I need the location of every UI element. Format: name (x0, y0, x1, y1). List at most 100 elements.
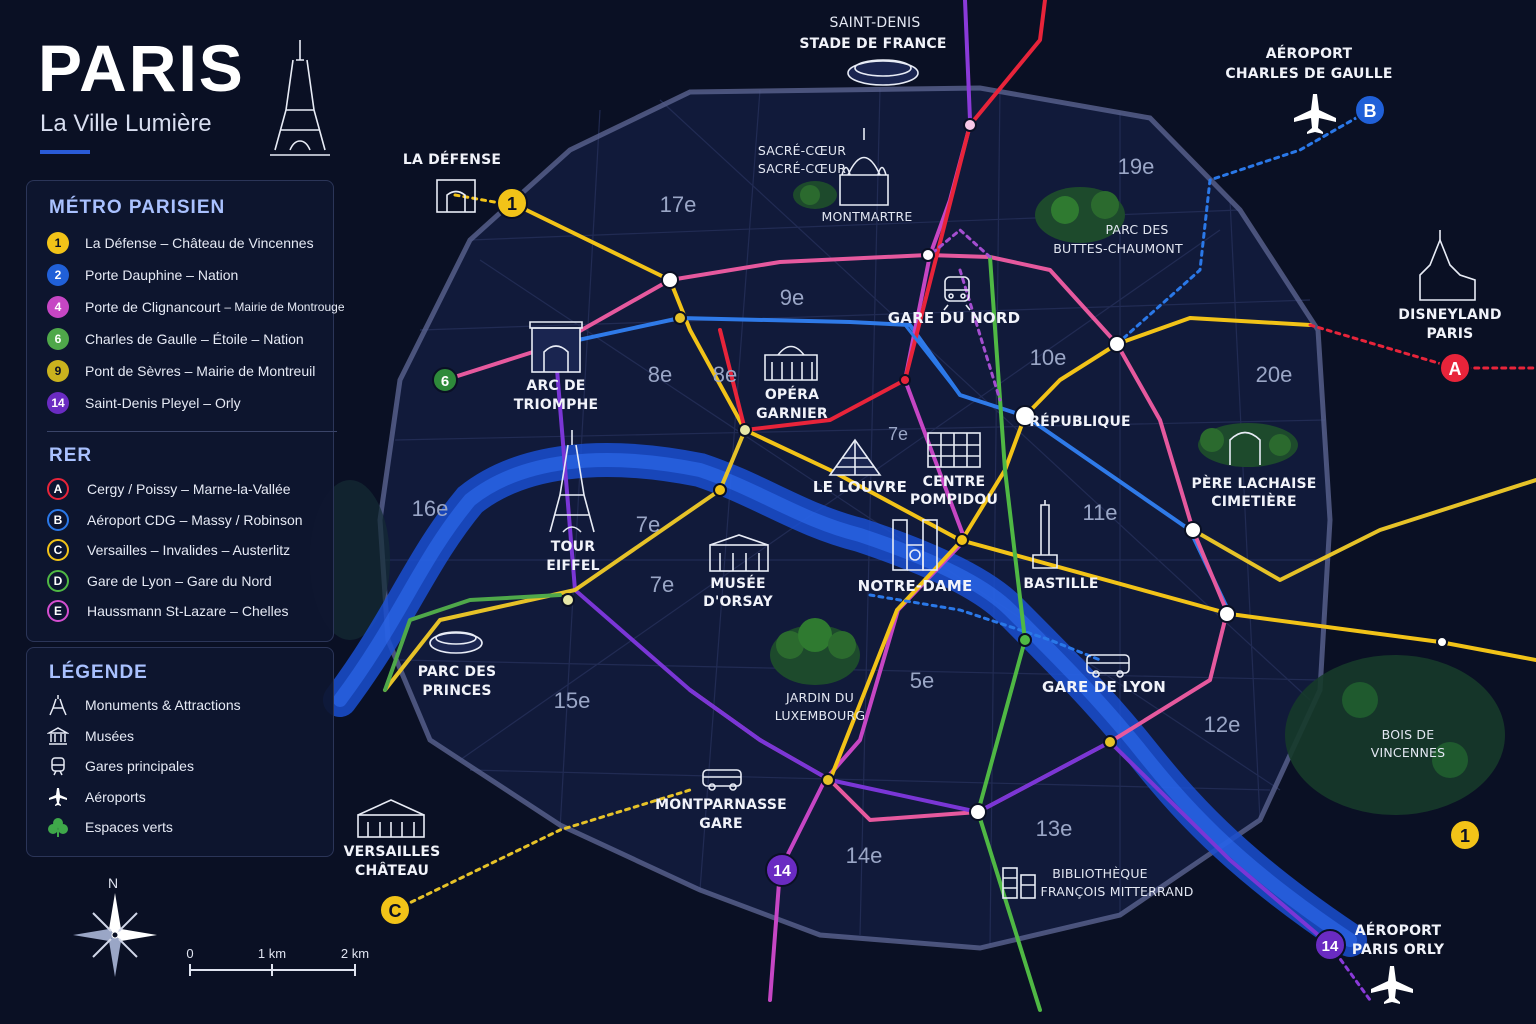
versailles-chateau-icon (357, 799, 425, 838)
station-nation-east[interactable] (1436, 636, 1448, 648)
legend-panel: LÉGENDE Monuments & Attractions Musées G… (26, 647, 334, 857)
station-republique[interactable] (1014, 405, 1036, 427)
label-montmartre[interactable]: MONTMARTRE (821, 209, 913, 224)
label-buttes-2[interactable]: BUTTES-CHAUMONT (1053, 241, 1183, 256)
sacre-coeur-icon (839, 128, 889, 206)
label-buttes-1: PARC DES (1105, 222, 1169, 237)
label-bnf-1[interactable]: BIBLIOTHÈQUE (1052, 866, 1148, 881)
label-arc-1[interactable]: ARC DE (526, 378, 586, 394)
marker-m1-east[interactable] (1449, 819, 1481, 851)
rer-line-label: Gare de Lyon – Gare du Nord (87, 572, 272, 589)
label-montparnasse-1[interactable]: MONTPARNASSE (655, 797, 787, 813)
metro-line-badge: 2 (47, 264, 69, 286)
arrondissement-11: 11e (1082, 500, 1118, 525)
metro-panel-title: MÉTRO PARISIEN (49, 197, 226, 218)
label-stade-de-france[interactable]: STADE DE FRANCE (799, 36, 947, 52)
marker-rer-a[interactable] (1439, 352, 1471, 384)
metro-line-badge: 9 (47, 360, 69, 382)
label-republique[interactable]: RÉPUBLIQUE (1029, 414, 1131, 430)
station-gare-de-lyon[interactable] (1218, 605, 1236, 623)
station-chatelet[interactable] (955, 533, 969, 547)
label-orsay-1[interactable]: MUSÉE (710, 576, 766, 592)
bnf-library-icon (1002, 867, 1036, 899)
arrondissement-12: 12e (1203, 712, 1241, 737)
label-orly-1[interactable]: AÉROPORT (1354, 923, 1442, 939)
arrondissement-17: 17e (659, 192, 697, 217)
label-parc-princes-1[interactable]: PARC DES (417, 664, 497, 680)
metro-line-9-east (1191, 478, 1536, 582)
station-etoile[interactable] (661, 271, 679, 289)
label-luxembourg-1[interactable]: JARDIN DU (786, 690, 854, 705)
pere-lachaise-park (1198, 423, 1298, 467)
notre-dame-icon (892, 519, 938, 571)
metro-line-badge: 6 (47, 328, 69, 350)
label-cdg-2[interactable]: CHARLES DE GAULLE (1225, 66, 1393, 82)
pompidou-icon (927, 432, 981, 468)
label-vincennes-1[interactable]: BOIS DE (1381, 727, 1435, 742)
eiffel-tower-header-icon (270, 40, 330, 156)
rer-green-west (383, 593, 562, 692)
marker-m14-orly[interactable] (1314, 929, 1346, 961)
landmark-icons (270, 40, 1476, 899)
station-concorde[interactable] (738, 423, 752, 437)
label-bastille[interactable]: BASTILLE (1023, 576, 1099, 592)
label-gare-de-lyon[interactable]: GARE DE LYON (1041, 678, 1167, 696)
label-parc-princes-2: PRINCES (422, 683, 492, 699)
label-notre-dame[interactable]: NOTRE-DAME (857, 577, 973, 595)
label-louvre[interactable]: LE LOUVRE (812, 478, 908, 496)
label-tour-1[interactable]: TOUR (550, 539, 596, 555)
station-invalides[interactable] (713, 483, 727, 497)
legend-item-label: Musées (85, 728, 135, 744)
marker-m1-west[interactable] (496, 187, 528, 219)
metro-line-row-2[interactable]: 2 Porte Dauphine – Nation (47, 263, 238, 287)
label-gare-du-nord[interactable]: GARE DU NORD (887, 309, 1021, 327)
label-sacre-coeur-2[interactable]: SACRÉ-CŒUR (757, 161, 847, 176)
label-versailles-1[interactable]: VERSAILLES (343, 844, 441, 860)
station-miromesnil[interactable] (673, 311, 687, 325)
station-bercy[interactable] (1103, 735, 1117, 749)
metro-line-row-6[interactable]: 6 Charles de Gaulle – Étoile – Nation (47, 327, 304, 351)
marker-m6[interactable] (432, 367, 458, 393)
stade-de-france-icon (847, 59, 919, 86)
metro-line-1 (510, 201, 1536, 662)
station-nation[interactable] (1184, 521, 1202, 539)
label-opera-1[interactable]: OPÉRA (764, 387, 820, 403)
marker-m1-east-text: 1 (1460, 826, 1470, 846)
metro-line-label: Charles de Gaulle – Étoile – Nation (85, 331, 304, 347)
arrondissement-8b: 8e (712, 362, 738, 387)
castle-icon-disneyland (1419, 230, 1476, 301)
label-pere-lachaise-1[interactable]: PÈRE LACHAISE (1191, 476, 1317, 492)
station-stalingrad[interactable] (1108, 335, 1126, 353)
station-strasbourg[interactable] (899, 374, 911, 386)
eiffel-tower-icon (47, 694, 69, 716)
metro-line-label: Porte Dauphine – Nation (85, 267, 239, 283)
arrondissement-20: 20e (1255, 362, 1293, 387)
legend-item-green-spaces: Espaces verts (47, 815, 173, 839)
tree-icon (47, 816, 69, 838)
label-pompidou-1[interactable]: CENTRE (922, 474, 986, 490)
label-disneyland-1[interactable]: DISNEYLAND (1398, 307, 1502, 323)
station-la-chapelle[interactable] (921, 248, 935, 262)
label-cdg-1[interactable]: AÉROPORT (1265, 46, 1353, 62)
marker-rer-b[interactable] (1354, 94, 1386, 126)
legend-item-label: Gares principales (85, 758, 194, 774)
marker-m14-south[interactable] (765, 853, 799, 887)
station-place-italie[interactable] (969, 803, 987, 821)
station-trocadero[interactable] (561, 593, 575, 607)
marker-rer-c[interactable] (379, 894, 411, 926)
label-la-defense[interactable]: LA DÉFENSE (402, 152, 502, 168)
station-denfert[interactable] (821, 773, 835, 787)
stations (561, 118, 1448, 821)
station-austerlitz[interactable] (1018, 633, 1032, 647)
station-barbes[interactable] (963, 118, 977, 132)
rer-line-badge: C (47, 539, 69, 561)
